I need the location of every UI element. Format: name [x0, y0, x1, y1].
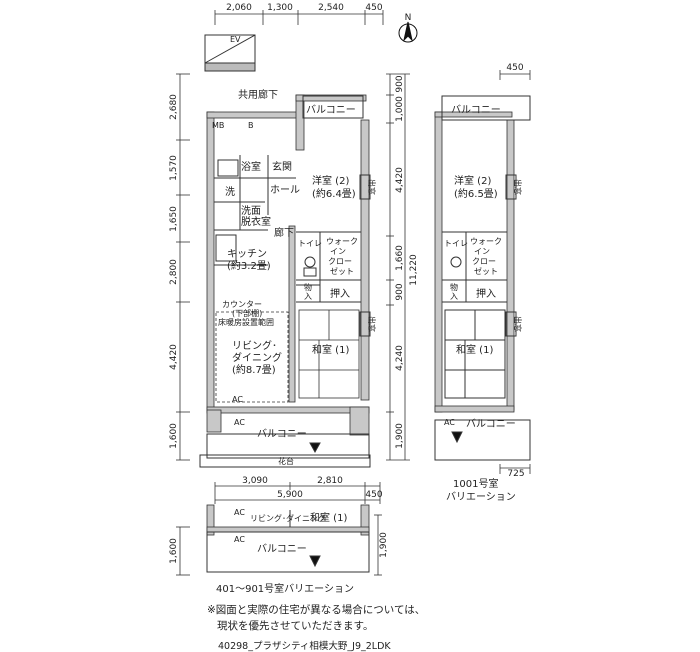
- var401-ac-1: AC: [234, 508, 245, 517]
- demado-label-2: 出窓: [367, 316, 377, 332]
- var1001-toilet: トイレ: [444, 239, 468, 248]
- floor-heating-label: 床暖房設置範囲: [218, 317, 274, 327]
- left-dim-3: 1,650: [169, 206, 179, 232]
- balcony-main-label: バルコニー: [257, 428, 307, 440]
- var401-balcony: バルコニー: [257, 543, 307, 555]
- var401-ac-2: AC: [234, 535, 245, 544]
- var1001-walkin-4: ゼット: [474, 266, 498, 276]
- right-dim-4: 1,660: [395, 245, 405, 271]
- hallway-label: 廊下: [274, 226, 294, 239]
- bottom-dim-3: 5,900: [277, 490, 303, 500]
- right-dim-1: 900: [395, 75, 405, 92]
- kitchen-label: キッチン: [227, 248, 267, 260]
- var1001-washitsu: 和室 (1): [456, 343, 493, 356]
- youshitsu-label: 洋室 (2): [312, 174, 349, 187]
- right-dim-2: 1,000: [395, 96, 405, 122]
- entrance-label: 玄関: [272, 160, 292, 173]
- balcony-top-label: バルコニー: [306, 104, 356, 116]
- right-top-dim: 450: [506, 63, 523, 73]
- variation-right-dim: 1,900: [379, 532, 389, 558]
- b-label: B: [248, 121, 254, 130]
- right-dim-3: 4,420: [395, 167, 405, 193]
- bottom-dim-1: 3,090: [242, 476, 268, 486]
- walkin-label-2: イン: [330, 247, 346, 256]
- ev-label: EV: [230, 35, 241, 44]
- note-line-2: 現状を優先させていただきます。: [217, 620, 374, 632]
- demado-label-1: 出窓: [367, 179, 377, 195]
- right-dim-5: 900: [395, 283, 405, 300]
- ac-label-2: AC: [234, 418, 245, 427]
- caption-1001: 1001号室: [453, 477, 498, 490]
- var1001-oshiire: 押入: [476, 287, 496, 300]
- var1001-walkin-3: クロー: [472, 257, 496, 266]
- wash-label: 洗: [225, 186, 235, 198]
- document-code: 40298_プラザシティ相模大野_J9_2LDK: [218, 641, 391, 652]
- bath-label: 浴室: [241, 160, 261, 173]
- top-dim-1: 2,060: [226, 3, 252, 13]
- var401-washitsu: 和室 (1): [310, 511, 347, 524]
- var1001-walkin-1: ウォーク: [470, 237, 502, 246]
- var1001-mono: 物: [450, 282, 458, 292]
- ire-label: 入: [304, 292, 312, 301]
- var1001-walkin-2: イン: [474, 247, 490, 256]
- right-dim-7: 1,900: [395, 423, 405, 449]
- var1001-balcony-bottom: バルコニー: [466, 418, 516, 430]
- kadai-label: 花台: [278, 456, 294, 466]
- var1001-demado-1: 出窓: [513, 179, 523, 195]
- living-label-1: リビング･: [232, 339, 277, 352]
- bottom-dim-4: 450: [365, 490, 382, 500]
- top-dim-4: 450: [365, 3, 382, 13]
- top-dim-2: 1,300: [267, 3, 293, 13]
- caption-1001-variation: バリエーション: [446, 491, 516, 503]
- left-dim-6: 1,600: [169, 423, 179, 449]
- senmen-label: 洗面: [241, 205, 261, 217]
- corridor-label: 共用廊下: [238, 88, 278, 101]
- walkin-label-1: ウォーク: [326, 237, 358, 246]
- hall-label: ホール: [270, 184, 300, 196]
- var1001-youshitsu: 洋室 (2): [454, 174, 491, 187]
- var1001-balcony-top: バルコニー: [451, 104, 501, 116]
- mono-label: 物: [304, 282, 312, 292]
- washitsu-label: 和室 (1): [312, 343, 349, 356]
- var401-living: リビング･ダイニング: [250, 513, 326, 523]
- total-dim: 11,220: [409, 254, 419, 286]
- datsui-label: 脱衣室: [241, 215, 271, 228]
- kitchen-size: (約3.2畳): [227, 259, 271, 272]
- youshitsu-size: (約6.4畳): [312, 187, 356, 200]
- left-dim-2: 1,570: [169, 155, 179, 181]
- disclaimer-note: ※図面と実際の住宅が異なる場合については、 現状を優先させていただきます。: [207, 602, 467, 634]
- compass-label: N: [405, 13, 412, 23]
- note-line-1: ※図面と実際の住宅が異なる場合については、: [207, 604, 426, 616]
- left-dim-1: 2,680: [169, 94, 179, 120]
- top-dim-3: 2,540: [318, 3, 344, 13]
- right-dim-6: 4,240: [395, 345, 405, 371]
- counter-label: カウンター: [222, 300, 262, 309]
- var1001-ire: 入: [450, 292, 458, 301]
- living-label-2: ダイニング: [232, 351, 282, 364]
- living-size: (約8.7畳): [232, 363, 276, 376]
- left-dim-5: 4,420: [169, 344, 179, 370]
- left-dim-4: 2,800: [169, 259, 179, 285]
- walkin-label-4: ゼット: [330, 266, 354, 276]
- caption-401: 401～901号室バリエーション: [216, 582, 354, 595]
- var1001-ac: AC: [444, 418, 455, 427]
- toilet-label: トイレ: [298, 239, 322, 248]
- walkin-label-3: クロー: [328, 257, 352, 266]
- counter-sub-label: (下部棚): [232, 308, 262, 318]
- oshiire-label: 押入: [330, 287, 350, 300]
- variation-left-dim: 1,600: [169, 538, 179, 564]
- dim-725: 725: [507, 469, 524, 479]
- mb-label: MB: [212, 121, 224, 130]
- var1001-youshitsu-size: (約6.5畳): [454, 187, 498, 200]
- ac-label-1: AC: [232, 395, 243, 404]
- bottom-dim-2: 2,810: [317, 476, 343, 486]
- var1001-demado-2: 出窓: [513, 316, 523, 332]
